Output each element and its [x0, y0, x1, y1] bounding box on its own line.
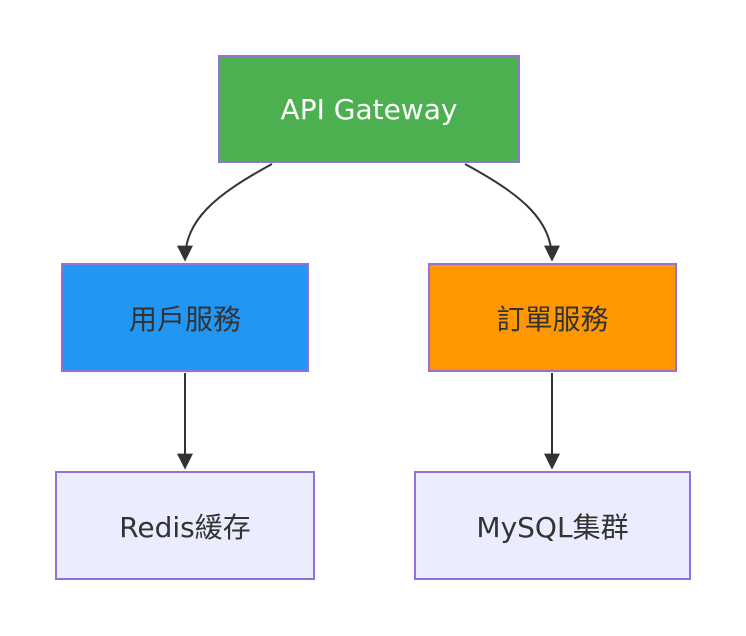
edge-gateway-to-order-service	[464, 163, 560, 262]
order-service-node: 訂單服務	[428, 263, 677, 372]
mysql-cluster-node: MySQL集群	[414, 471, 691, 580]
api-gateway-label: API Gateway	[280, 92, 458, 126]
redis-cache-label: Redis緩存	[119, 510, 251, 544]
user-service-node: 用戶服務	[61, 263, 309, 372]
api-gateway-node: API Gateway	[218, 55, 520, 163]
user-service-label: 用戶服務	[128, 302, 241, 336]
mysql-cluster-label: MySQL集群	[476, 510, 629, 544]
order-service-label: 訂單服務	[496, 302, 609, 336]
edge-gateway-to-user-service	[177, 163, 273, 262]
redis-cache-node: Redis緩存	[55, 471, 315, 580]
